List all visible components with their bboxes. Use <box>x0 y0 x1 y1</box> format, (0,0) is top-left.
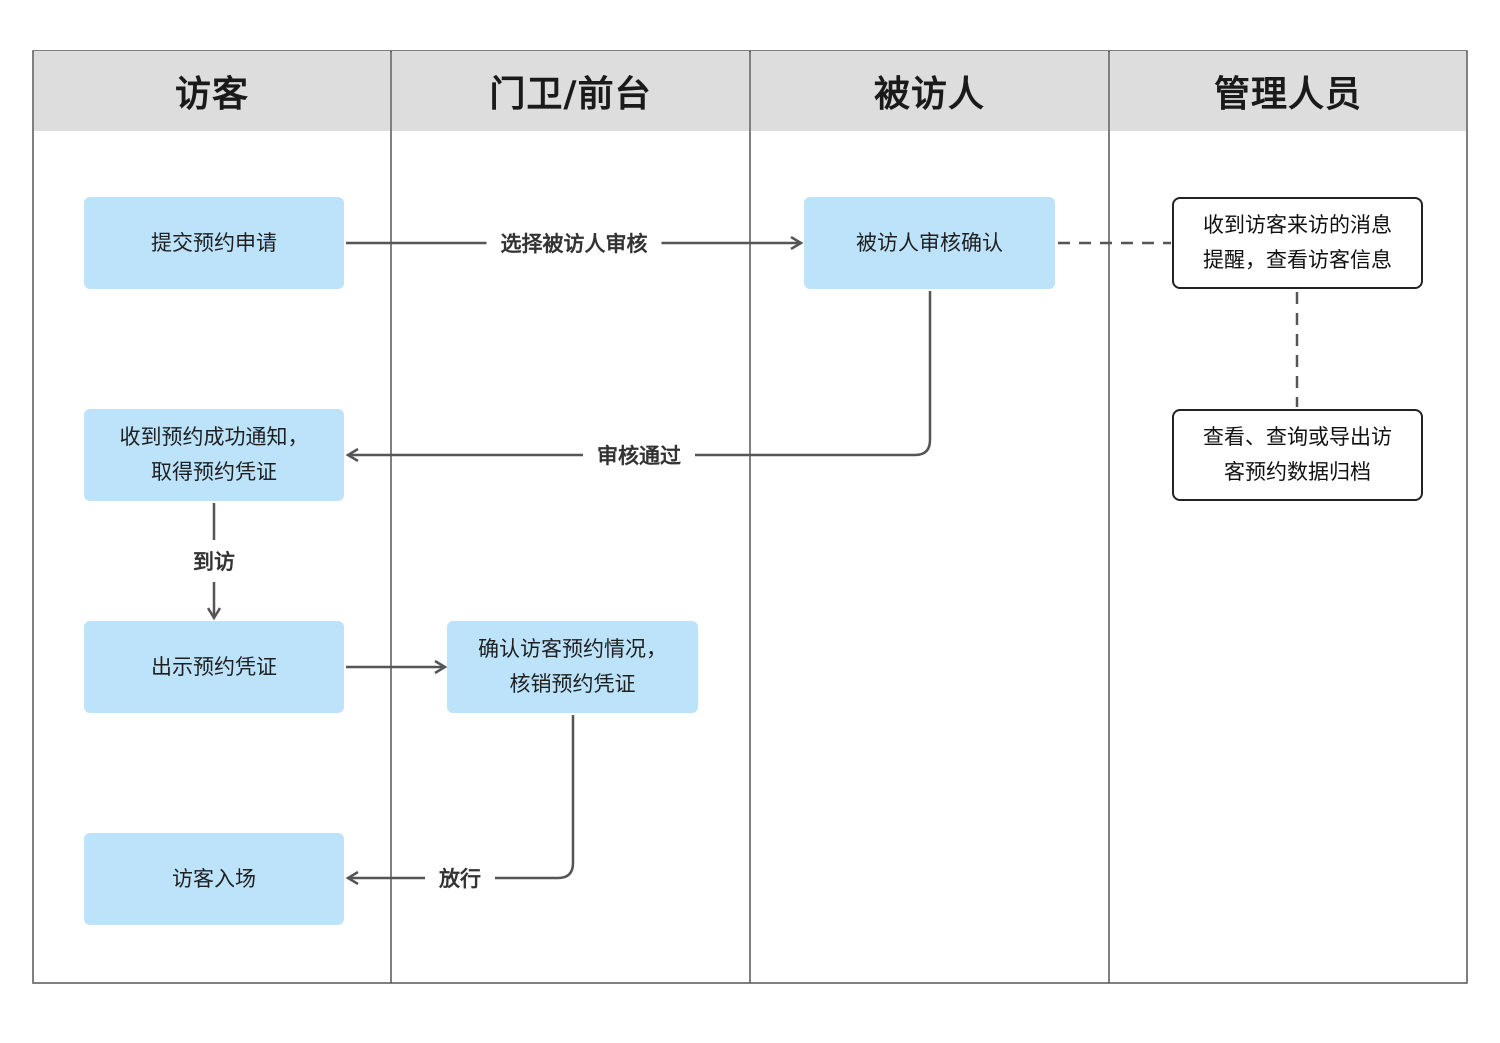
edge-release <box>348 715 575 878</box>
node-verify-voucher: 确认访客预约情况， 核销预约凭证 <box>447 621 698 713</box>
edge-label-release: 放行 <box>425 863 495 893</box>
node-show-voucher: 出示预约凭证 <box>84 621 344 713</box>
edge-label-select-host: 选择被访人审核 <box>486 228 662 258</box>
node-label: 查看、查询或导出访 客预约数据归档 <box>1203 425 1392 484</box>
node-visitor-enter: 访客入场 <box>84 833 344 925</box>
node-label: 出示预约凭证 <box>151 654 277 679</box>
edge-label-approved: 审核通过 <box>583 440 695 470</box>
node-submit-application: 提交预约申请 <box>84 197 344 289</box>
node-admin-export: 查看、查询或导出访 客预约数据归档 <box>1172 409 1423 501</box>
node-admin-notice: 收到访客来访的消息 提醒，查看访客信息 <box>1172 197 1423 289</box>
edge-approved <box>348 291 932 455</box>
node-host-confirm: 被访人审核确认 <box>804 197 1055 289</box>
lane-header-guard: 门卫/前台 <box>392 51 749 131</box>
node-label: 收到预约成功通知， 取得预约凭证 <box>119 425 309 484</box>
node-receive-notice: 收到预约成功通知， 取得预约凭证 <box>84 409 344 501</box>
node-label: 被访人审核确认 <box>856 230 1003 255</box>
node-label: 提交预约申请 <box>151 230 277 255</box>
edge-label-arrive: 到访 <box>189 540 239 582</box>
lane-header-host: 被访人 <box>751 51 1108 131</box>
node-label: 收到访客来访的消息 提醒，查看访客信息 <box>1203 213 1392 272</box>
node-label: 确认访客预约情况， 核销预约凭证 <box>478 637 667 696</box>
node-label: 访客入场 <box>172 866 256 891</box>
lane-header-visitor: 访客 <box>34 51 390 131</box>
lane-header-admin: 管理人员 <box>1110 51 1466 131</box>
